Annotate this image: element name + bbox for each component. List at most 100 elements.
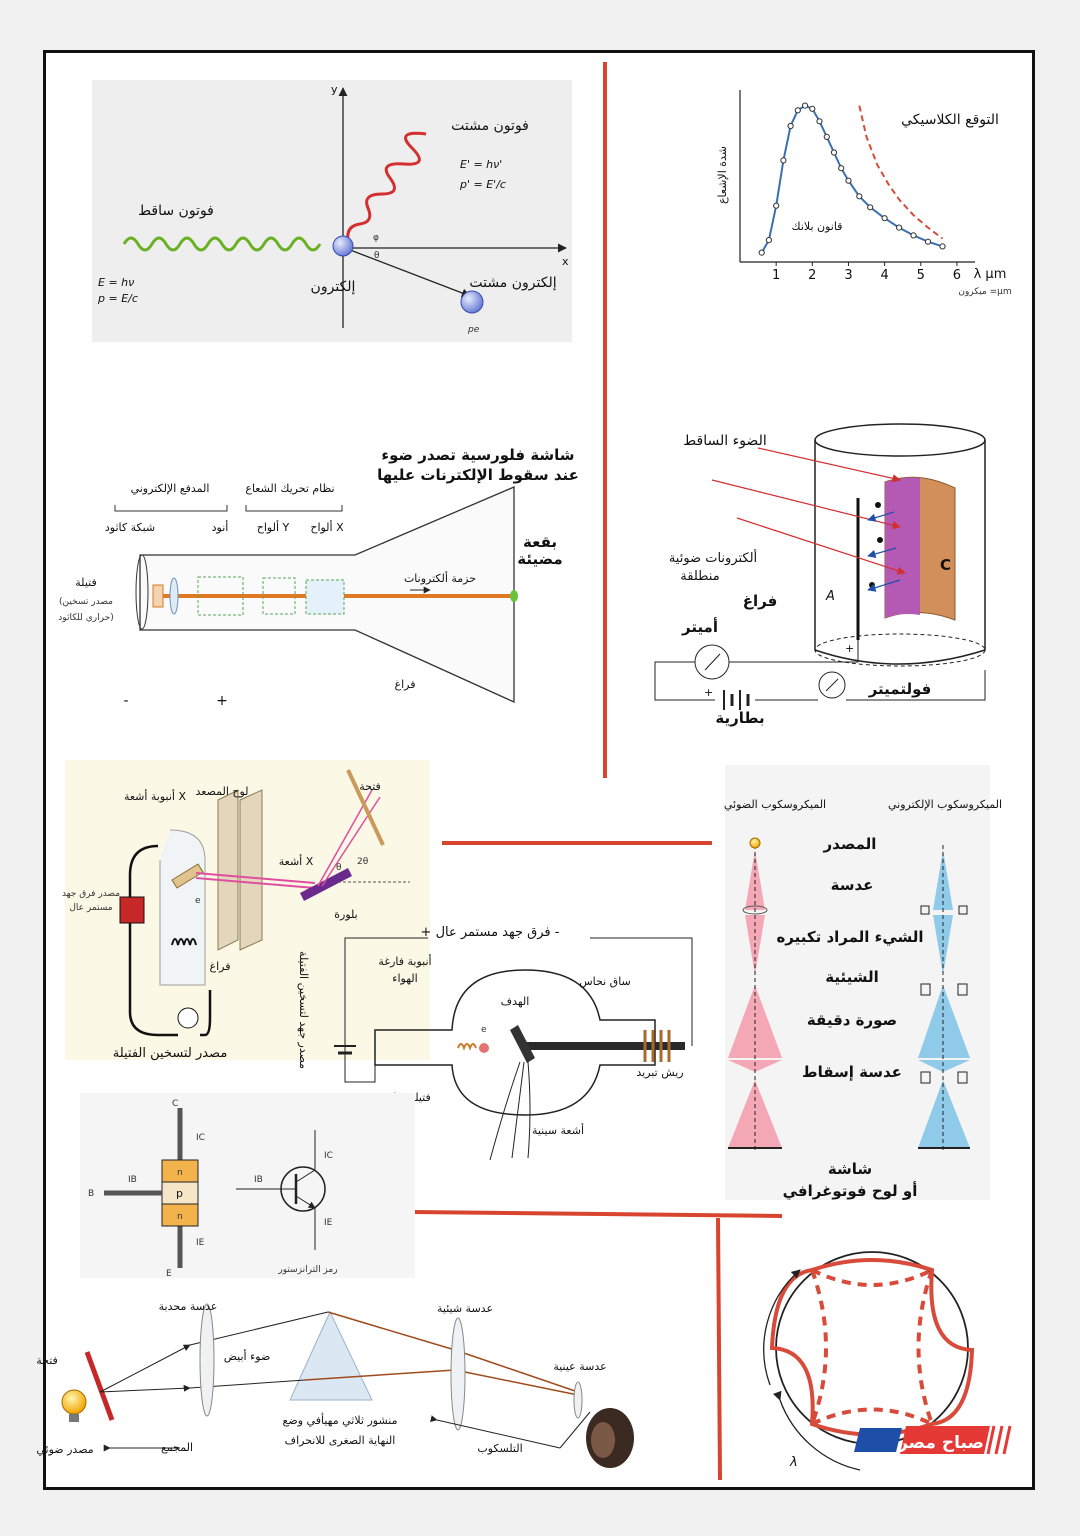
incident-photon-wave <box>122 236 322 252</box>
ib-left: IB <box>128 1175 137 1185</box>
incident-photon-label: فوتون ساقط <box>138 203 214 219</box>
battery-label: بطارية <box>715 709 764 727</box>
electron-microscope-label: الميكروسكوب الإلكتروني <box>888 798 1002 811</box>
scattered-photon-wave <box>346 131 427 241</box>
transistor-background <box>80 1093 415 1278</box>
convex-lens-label: عدسة محدبة <box>159 1300 218 1313</box>
spectrometer-diagram: فتحة مصدر ضوئي عدسة محدبة ضوء أبيض المجم… <box>36 1300 634 1468</box>
ib-right: IB <box>254 1175 263 1185</box>
eq-scattered-momentum: p' = E'/c <box>459 178 506 191</box>
x-tick-label: 1 <box>772 268 780 283</box>
data-point <box>830 149 838 156</box>
optical-microscope-label: الميكروسكوب الضوئي <box>724 798 826 811</box>
data-point <box>823 133 830 140</box>
ic-left: IC <box>196 1133 205 1143</box>
x-tick-label: 4 <box>880 268 888 283</box>
axis-y-label: y <box>331 83 338 96</box>
data-point <box>939 243 946 250</box>
y-plates-label: ألواح Y <box>257 520 290 534</box>
prism-label-2: النهاية الصغرى للانحراف <box>285 1434 396 1447</box>
ic-right: IC <box>324 1151 333 1161</box>
data-point <box>773 202 780 209</box>
anode-a: A <box>825 589 835 604</box>
xrays-label: أشعة X <box>279 854 314 868</box>
data-point <box>838 165 845 172</box>
data-point <box>794 107 801 114</box>
crt-diagram: شاشة فلورسية تصدر ضوء عند سقوط الإلكترنا… <box>58 446 579 709</box>
planck-law-label: قانون بلانك <box>792 220 843 233</box>
microscope-comparison: الميكروسكوب الضوئي الميكروسكوب الإلكترون… <box>724 765 1002 1200</box>
crt-vacuum-label: فراغ <box>395 678 416 691</box>
angle-theta: θ <box>374 251 380 261</box>
voltmeter-label: فولتميتر <box>868 680 932 698</box>
transistor-e-left: E <box>166 1269 172 1279</box>
transistor-c-left: C <box>172 1099 178 1109</box>
eye-lens-label: عدسة عينية <box>553 1360 606 1373</box>
x-plates-label: ألواح X <box>310 520 344 534</box>
filament-source-label: مصدر لتسخين الفتيلة <box>113 1046 228 1061</box>
transistor-diagram: n p n C B E IC IB IE IC IB IE رمز التران… <box>80 1093 415 1279</box>
planck-x-unit: λ μm <box>974 267 1007 282</box>
anode-plate-label: لوح المصعد <box>195 785 248 798</box>
photoelectrons-label-1: ألكترونات ضوئية <box>669 549 757 566</box>
compton-background <box>92 80 572 342</box>
filament-label: فتيلة <box>75 576 96 589</box>
screen-label-1: شاشة <box>828 1160 872 1178</box>
photocell-diagram: C A + + الضوء الساقط ألكترونات ضوئية منط… <box>654 423 986 727</box>
xrd-electron: e <box>195 896 201 906</box>
section-dividers <box>411 62 783 1481</box>
x-tick-label: 5 <box>917 268 925 283</box>
ie-left: IE <box>196 1238 205 1248</box>
standing-wave-diagram: λ <box>763 1251 975 1471</box>
beam-label: حزمة ألكترونات <box>404 571 476 585</box>
source-label: المصدر <box>823 835 877 853</box>
cooling-fins-label: ريش تبريد <box>636 1066 683 1079</box>
classical-label: التوقع الكلاسيكي <box>901 112 999 128</box>
xray-diffraction-diagram: أنبوبة أشعة X لوح المصعد فتحة أشعة X بلو… <box>62 760 430 1061</box>
lambda-label: λ <box>789 1455 798 1470</box>
copper-rod-label: ساق نحاس <box>579 975 631 988</box>
data-point <box>765 237 773 244</box>
eq-incident-momentum: p = E/c <box>97 292 138 305</box>
filament-note-2: حراري للكاثود) <box>58 613 113 623</box>
hv-label: + فرق جهد مستمر عال - <box>421 925 560 940</box>
objective-lens-label: عدسة شيئية <box>437 1302 493 1315</box>
data-point <box>867 204 874 211</box>
incident-light-label: الضوء الساقط <box>683 433 766 449</box>
crt-screen-title-1: شاشة فلورسية تصدر ضوء <box>381 446 574 464</box>
data-point <box>758 249 765 256</box>
cathode-grid-label: شبكة كاثود <box>105 521 155 534</box>
crt-deflection-label: نظام تحريك الشعاع <box>245 482 334 495</box>
data-point <box>924 238 932 245</box>
transistor-symbol-caption: رمز الترانزستور <box>277 1265 337 1275</box>
data-point <box>809 105 816 112</box>
white-light-label: ضوء أبيض <box>224 1349 271 1363</box>
n-top: n <box>177 1168 183 1178</box>
vacuum-tube-label-2: الهواء <box>392 972 417 985</box>
object-label: الشيء المراد تكبيره <box>776 928 923 946</box>
brand-logo: صباح مصر <box>854 1425 1012 1455</box>
data-point <box>802 102 809 109</box>
data-point <box>845 177 852 184</box>
scattered-electron-label: إلكترون مشتت <box>469 275 556 291</box>
data-point <box>816 118 823 125</box>
x-tick-label: 6 <box>953 268 961 283</box>
battery-plus: + <box>704 686 713 699</box>
collimator-label: المجمع <box>161 1441 193 1454</box>
telescope-label: التلسكوب <box>477 1442 522 1455</box>
series-line-1 <box>858 105 944 240</box>
crt-minus: - <box>123 693 128 709</box>
data-point <box>856 193 863 200</box>
angle-phi: φ <box>373 233 379 243</box>
transistor-b-left: B <box>88 1189 94 1199</box>
xrd-theta: θ <box>336 863 342 873</box>
xray-tube-label: أنبوبة أشعة X <box>124 789 187 803</box>
spot-label-2: مضيئة <box>517 550 562 568</box>
anode-label: أنود <box>212 520 229 534</box>
target-label: الهدف <box>501 995 530 1008</box>
objective-label: الشيئية <box>825 968 879 986</box>
photocell-vacuum-label: فراغ <box>743 592 778 610</box>
